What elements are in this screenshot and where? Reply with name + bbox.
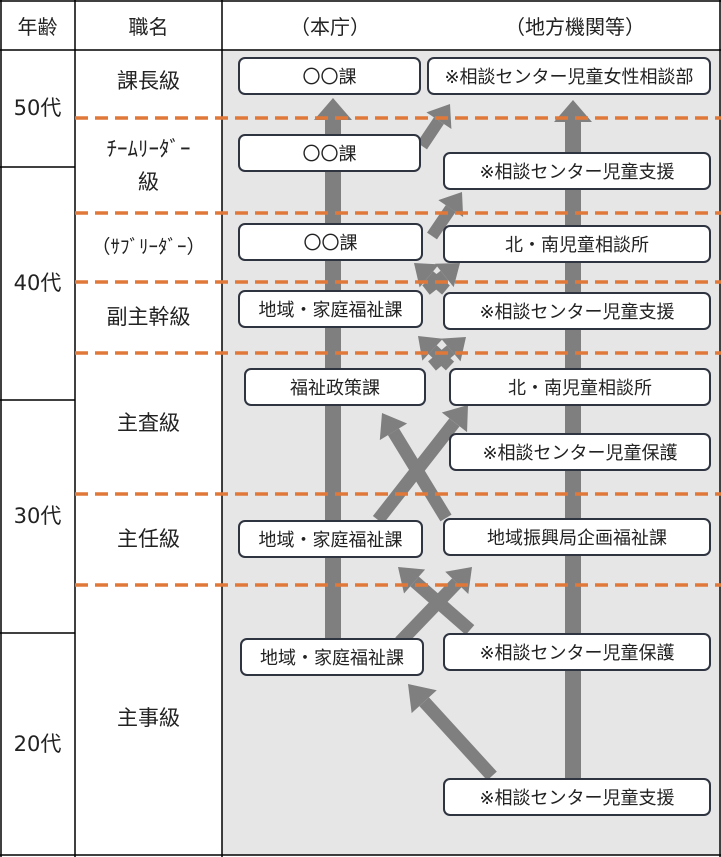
reg-box-team-leader: ※相談センター児童支援 bbox=[443, 152, 711, 190]
shusa-to-fuku-arrow-head bbox=[441, 337, 466, 362]
entry-to-hq-arrow-head bbox=[408, 684, 437, 714]
team-to-kacho-arrow-shaft bbox=[417, 117, 444, 150]
title-team-leader: ﾁｰﾑﾘｰﾀﾞｰ 級 bbox=[75, 118, 222, 213]
shuji-reg-to-hq-arrow-shaft bbox=[410, 576, 475, 635]
title-shusa: 主査級 bbox=[117, 410, 180, 435]
title-shunin: 主任級 bbox=[117, 526, 180, 551]
reg-box-shuji: ※相談センター児童保護 bbox=[443, 633, 711, 671]
sub-to-team-arrow-head bbox=[438, 192, 464, 217]
entry-to-hq-arrow-shaft bbox=[419, 697, 497, 781]
reg-box-entry: ※相談センター児童支援 bbox=[443, 778, 711, 816]
reg-box-fuku-shukan: ※相談センター児童支援 bbox=[443, 292, 711, 330]
reg-box-shunin: 地域振興局企画福祉課 bbox=[443, 518, 711, 556]
shunin-reg-to-hq-arrow-head bbox=[379, 413, 408, 441]
title-team-leader-line2: 級 bbox=[138, 169, 159, 194]
age-20s: 20代 bbox=[13, 731, 62, 756]
header-headquarters: （本庁） bbox=[290, 14, 370, 39]
shunin-to-shusa-arrow-head bbox=[441, 405, 468, 433]
header-title: 職名 bbox=[128, 14, 169, 39]
shunin-reg-to-hq-arrow-shaft bbox=[387, 428, 452, 522]
hq-box-sub-leader: 〇〇課 bbox=[238, 223, 423, 261]
age-30s: 30代 bbox=[13, 504, 62, 529]
reg-box-kacho: ※相談センター児童女性相談部 bbox=[427, 57, 711, 95]
reg-box-shusa-2: ※相談センター児童保護 bbox=[449, 433, 711, 471]
title-fuku-shukan: 副主幹級 bbox=[106, 304, 191, 329]
header-age: 年齢 bbox=[17, 14, 58, 39]
reg-box-sub-leader: 北・南児童相談所 bbox=[443, 225, 711, 263]
hq-box-fuku-shukan: 地域・家庭福祉課 bbox=[238, 290, 423, 328]
title-sub-leader: （ｻﾌﾞﾘｰﾀﾞｰ） bbox=[91, 236, 206, 259]
hq-box-shusa: 福祉政策課 bbox=[244, 368, 426, 406]
title-team-leader-line1: ﾁｰﾑﾘｰﾀﾞｰ bbox=[106, 136, 191, 161]
hq-box-team-leader: 〇〇課 bbox=[238, 134, 421, 172]
fuku-to-sub-arrow-head bbox=[435, 263, 460, 288]
hq-box-shunin: 地域・家庭福祉課 bbox=[238, 520, 423, 558]
age-50s: 50代 bbox=[13, 96, 62, 121]
shuji-to-shunin-arrow-head bbox=[445, 567, 472, 594]
title-kacho: 課長級 bbox=[117, 69, 180, 94]
shuji-reg-to-hq-arrow-head bbox=[398, 567, 426, 594]
age-40s: 40代 bbox=[13, 271, 62, 296]
hq-box-shuji: 地域・家庭福祉課 bbox=[240, 638, 424, 676]
hq-main-arrow-head bbox=[314, 98, 352, 120]
title-shuji: 主事級 bbox=[117, 705, 180, 730]
header-regional: （地方機関等） bbox=[505, 14, 645, 39]
reg-box-shusa-1: 北・南児童相談所 bbox=[449, 368, 711, 406]
shuji-to-shunin-arrow-shaft bbox=[395, 578, 462, 647]
hq-box-kacho: 〇〇課 bbox=[238, 57, 421, 95]
